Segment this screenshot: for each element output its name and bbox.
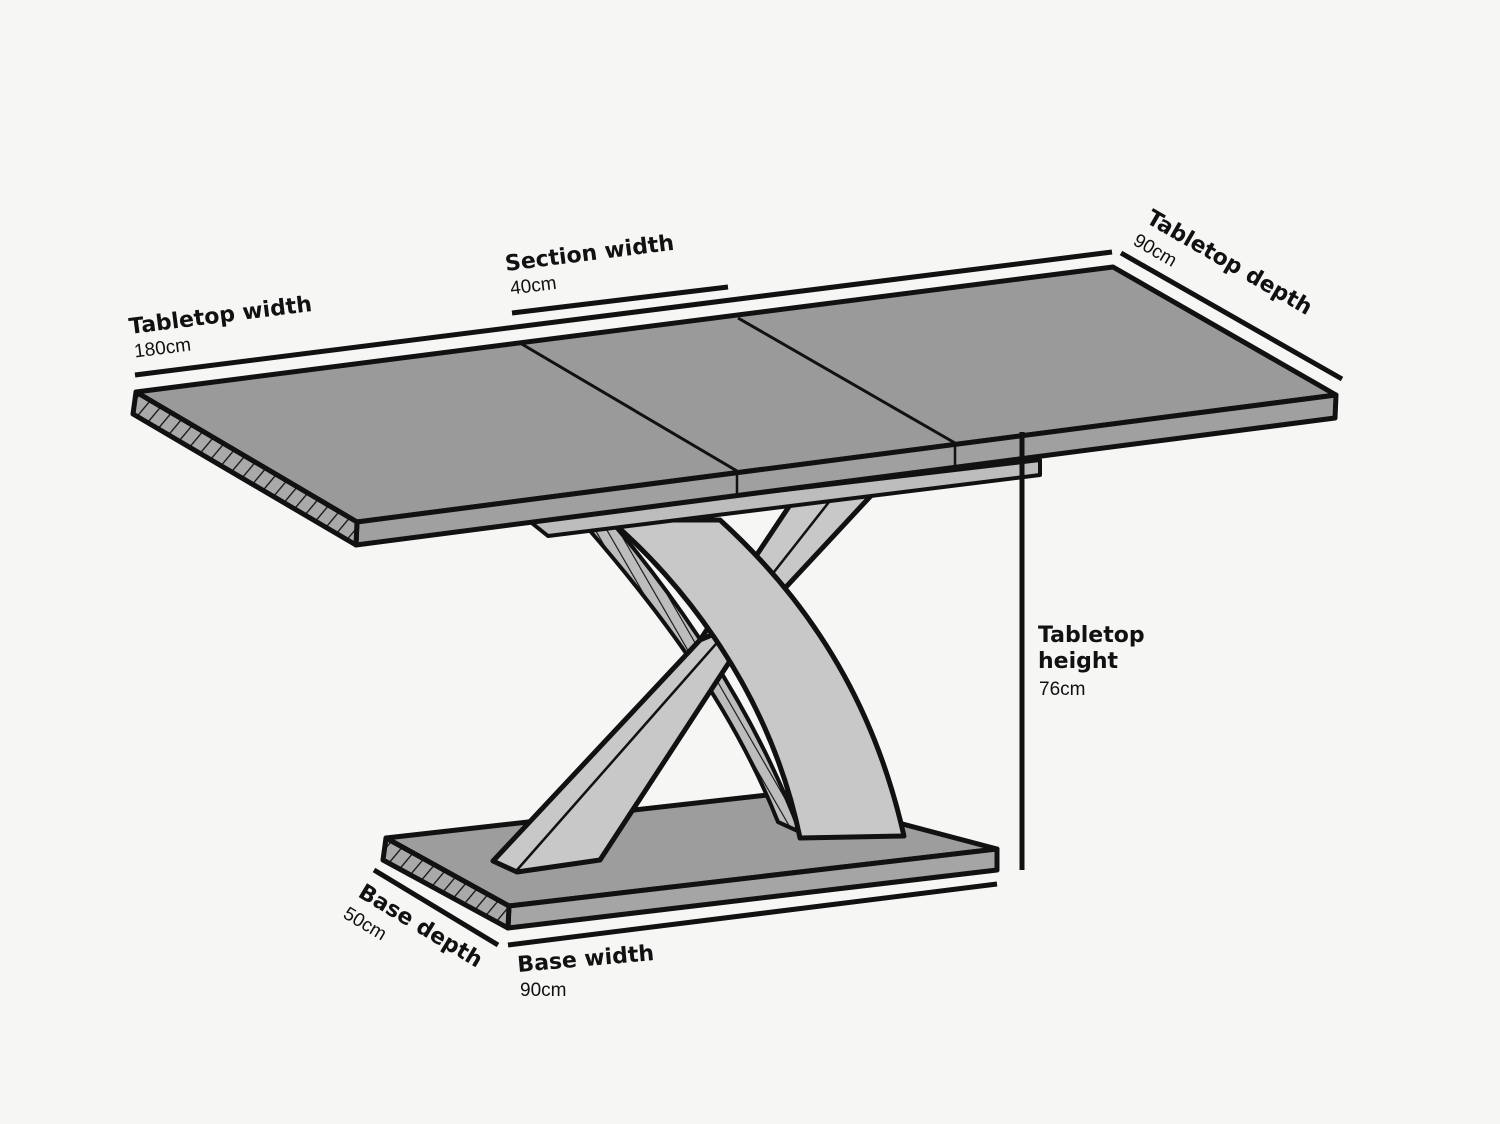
label-title-line2: height [1038, 649, 1119, 674]
base-width-line [507, 881, 998, 948]
base-depth-line [372, 867, 500, 948]
label-base-width-value: 90cm [520, 980, 566, 1001]
label-value: 180cm [133, 335, 192, 363]
label-title: Base width [516, 941, 655, 978]
label-title: Section width [504, 231, 676, 277]
label-section-width: Section width 40cm [504, 231, 676, 300]
label-value: 40cm [509, 273, 558, 300]
label-tabletop-height: Tabletop height 76cm [1038, 623, 1145, 700]
label-tabletop-width: Tabletop width 180cm [128, 292, 314, 363]
section-width-line [511, 284, 729, 316]
base-plate [380, 790, 1000, 931]
straight-leg-front [490, 612, 763, 875]
tabletop-depth-line [1119, 250, 1344, 382]
label-base-width: Base width [516, 941, 655, 978]
label-title: Tabletop width [128, 292, 314, 340]
section-seam-right [737, 316, 956, 445]
label-title-line1: Tabletop [1038, 623, 1145, 648]
tabletop-width-line [134, 249, 1113, 378]
section-seam-left [519, 341, 738, 473]
label-value: 76cm [1039, 679, 1085, 700]
tabletop [130, 264, 1339, 548]
dimension-lines [134, 249, 1344, 948]
curved-leg-front [607, 517, 907, 841]
